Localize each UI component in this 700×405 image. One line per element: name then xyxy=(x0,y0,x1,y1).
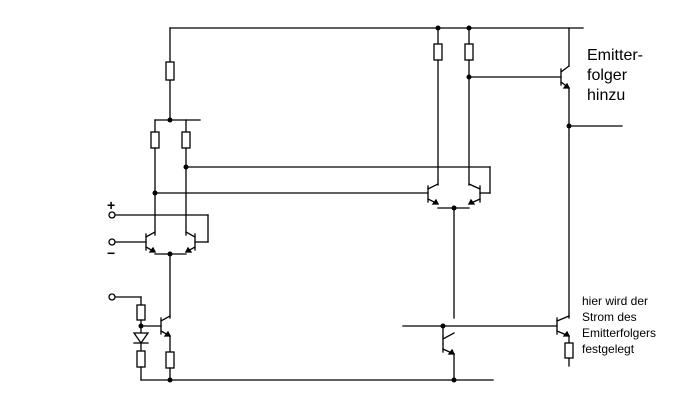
follower-current-source xyxy=(556,315,574,367)
emitter-label-line2: folger xyxy=(587,67,628,84)
bias-input-terminal xyxy=(108,293,116,301)
current-label-line3: Emitterfolgers xyxy=(582,326,656,340)
junction-dots xyxy=(138,25,572,383)
interstage-wiring xyxy=(154,166,491,194)
second-diff-pair xyxy=(427,27,481,319)
minus-input-terminal xyxy=(108,238,116,246)
emitter-label-line1: Emitter- xyxy=(587,47,643,64)
tail-current-source xyxy=(114,296,175,381)
plus-symbol: + xyxy=(107,197,115,213)
supply-rail xyxy=(165,27,584,121)
minus-symbol: − xyxy=(107,245,115,261)
input-diff-pair xyxy=(114,214,209,319)
current-label-line4: festgelegt xyxy=(582,342,635,356)
emitter-label-line3: hinzu xyxy=(587,87,625,104)
current-label-line1: hier wird der xyxy=(582,294,648,308)
second-current-source xyxy=(402,325,558,381)
input-stage-loads xyxy=(150,119,201,236)
input-terminals xyxy=(108,211,116,301)
plus-input-terminal xyxy=(108,211,116,219)
current-label-line2: Strom des xyxy=(582,310,637,324)
